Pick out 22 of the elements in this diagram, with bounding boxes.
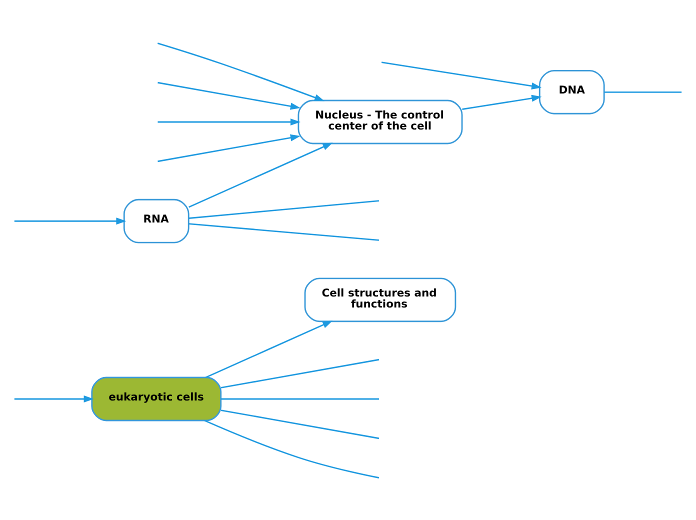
node-box: eukaryotic cells [91, 376, 222, 421]
connector [188, 222, 379, 240]
arrow [14, 217, 126, 224]
arrow [158, 134, 300, 162]
arrow [157, 42, 325, 101]
connector [221, 398, 379, 400]
arrow [14, 394, 94, 402]
connector [220, 358, 380, 388]
arrow [158, 81, 300, 110]
connector [604, 90, 682, 92]
connector [188, 200, 380, 218]
arrow [381, 61, 542, 89]
arrow [205, 320, 333, 378]
node-box: Cell structures and functions [304, 277, 456, 322]
arrow [158, 118, 301, 126]
arrow [188, 142, 333, 208]
connector [220, 409, 380, 439]
node-box: Nucleus - The control center of the cell [298, 99, 463, 144]
arrow [462, 94, 542, 110]
node-box: DNA [538, 69, 605, 114]
node-box: RNA [123, 198, 190, 243]
connector [204, 419, 380, 478]
